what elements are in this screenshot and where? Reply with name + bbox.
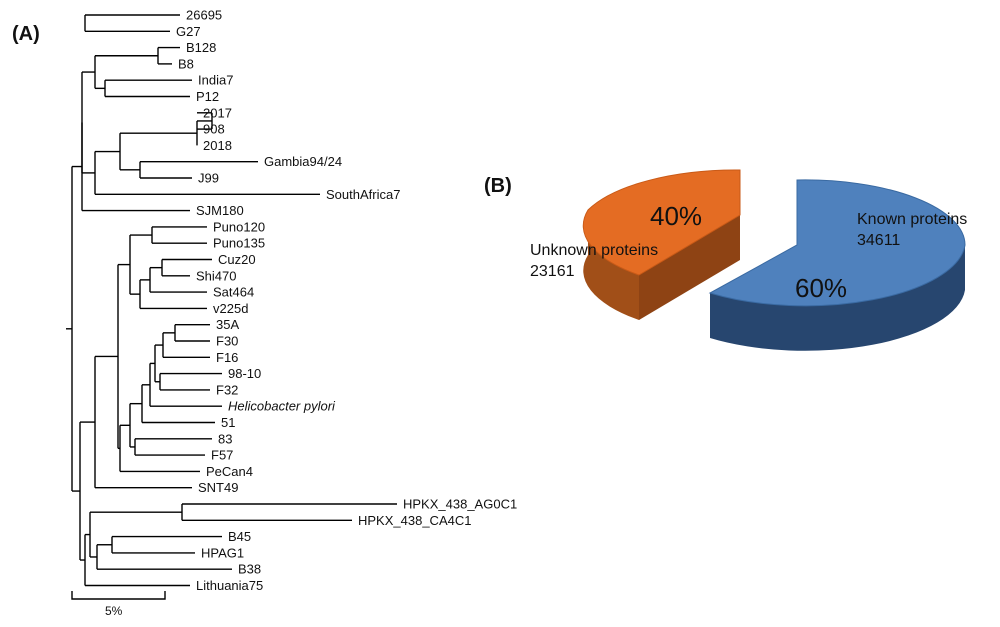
pie-slice-unknown-side — [583, 170, 740, 320]
tree-leaf-label: Puno135 — [213, 236, 265, 251]
pie-label-known-name: Known proteins — [857, 211, 967, 228]
pie-chart: 40% 60% Unknown proteins 23161 Known pro… — [530, 169, 967, 351]
pie-slice-unknown-top — [582, 169, 741, 276]
pie-slice-known-top — [708, 179, 966, 307]
tree-leaf-label: Lithuania75 — [196, 578, 263, 593]
tree-leaf-label: 35A — [216, 317, 239, 332]
panel-b-label: (B) — [484, 175, 512, 197]
pie-label-known-count: 34611 — [857, 232, 900, 249]
tree-leaf-label: SNT49 — [198, 480, 238, 495]
tree-leaf-label: B8 — [178, 56, 194, 71]
scale-bar: 5% — [71, 591, 166, 618]
pie-label-known-percent: 60% — [795, 273, 847, 303]
tree-leaf-label: F57 — [211, 448, 233, 463]
tree-leaf-label: 2018 — [203, 138, 232, 153]
tree-leaf-label: SouthAfrica7 — [326, 187, 400, 202]
tree-leaf-label: 2017 — [203, 105, 232, 120]
tree-branches — [66, 14, 397, 587]
tree-leaf-label: Sat464 — [213, 285, 254, 300]
pie-slice-known — [708, 179, 966, 351]
scale-bar-line — [71, 591, 166, 600]
pie-label-unknown-count: 23161 — [530, 263, 575, 280]
tree-leaf-label: B128 — [186, 40, 216, 55]
tree-leaf-label: F30 — [216, 334, 238, 349]
tree-leaf-label: 26695 — [186, 8, 222, 23]
tree-leaf-label: J99 — [198, 171, 219, 186]
tree-leaf-label: HPAG1 — [201, 545, 244, 560]
pie-slice-known-side — [710, 245, 965, 351]
tree-leaf-label: Cuz20 — [218, 252, 256, 267]
tree-leaf-label: Puno120 — [213, 219, 265, 234]
tree-leaf-label: HPKX_438_AG0C1 — [403, 497, 517, 512]
tree-leaf-label: G27 — [176, 24, 201, 39]
tree-leaf-label: B38 — [238, 562, 261, 577]
tree-leaf-label: P12 — [196, 89, 219, 104]
tree-leaf-label: F32 — [216, 382, 238, 397]
tree-leaf-label: Helicobacter pylori — [228, 399, 336, 414]
tree-leaf-label: 908 — [203, 122, 225, 137]
scale-bar-label: 5% — [105, 604, 123, 618]
tree-leaf-label: 83 — [218, 431, 232, 446]
tree-leaf-label: v225d — [213, 301, 248, 316]
pie-label-unknown-name: Unknown proteins — [530, 242, 658, 259]
tree-leaf-label: SJM180 — [196, 203, 244, 218]
tree-leaf-label: F16 — [216, 350, 238, 365]
tree-leaf-label: PeCan4 — [206, 464, 253, 479]
pie-label-unknown-percent: 40% — [650, 201, 702, 231]
tree-leaf-label: Shi470 — [196, 268, 236, 283]
panel-a-label: (A) — [12, 23, 40, 45]
pie-slice-unknown-edge — [639, 215, 740, 320]
pie-slice-unknown — [582, 169, 741, 320]
tree-leaf-label: HPKX_438_CA4C1 — [358, 513, 471, 528]
tree-leaf-label: B45 — [228, 529, 251, 544]
tree-leaf-label: 98-10 — [228, 366, 261, 381]
tree-leaf-label: Gambia94/24 — [264, 154, 342, 169]
tree-leaf-label: 51 — [221, 415, 235, 430]
tree-leaf-label: India7 — [198, 73, 233, 88]
